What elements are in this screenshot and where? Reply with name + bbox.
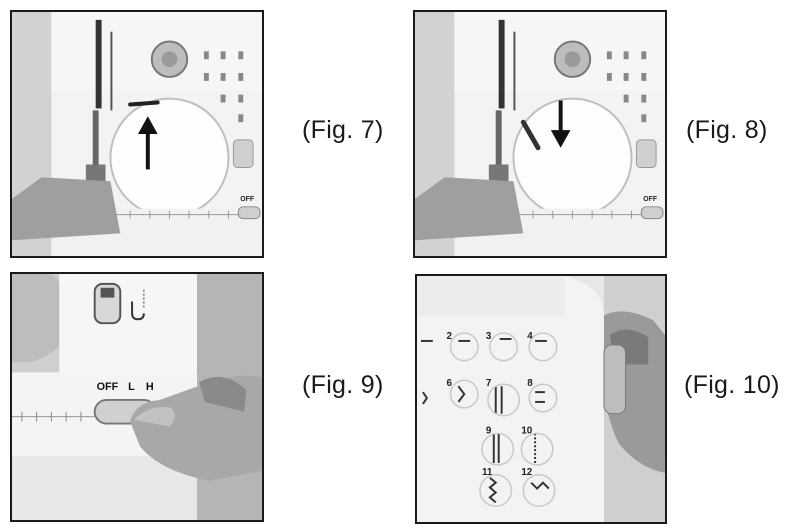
stitch-number: 8 <box>527 378 533 389</box>
switch-off-label: OFF <box>97 381 119 393</box>
figure-7-photo: OFF <box>10 10 264 258</box>
figure-8-caption: (Fig. 8) <box>686 116 768 144</box>
stitch-selector-illustration: 2 3 4 6 7 8 9 10 11 12 <box>417 276 665 522</box>
figure-9-caption: (Fig. 9) <box>302 371 384 399</box>
speed-switch-illustration: OFF L H <box>12 274 262 520</box>
figure-8-photo: OFF <box>413 10 667 258</box>
stitch-number: 2 <box>447 331 453 342</box>
arrow-up-icon <box>137 116 158 170</box>
stitch-number: 4 <box>527 331 533 342</box>
off-label: OFF <box>240 196 254 203</box>
stitch-number: 6 <box>447 378 453 389</box>
figure-7-caption: (Fig. 7) <box>302 116 384 144</box>
sewing-machine-lever-up-illustration: OFF <box>12 12 262 256</box>
off-label: OFF <box>643 196 657 203</box>
stitch-number: 12 <box>521 467 532 478</box>
figure-10-photo: 2 3 4 6 7 8 9 10 11 12 <box>415 274 667 524</box>
stitch-number: 11 <box>482 467 493 478</box>
figure-10-caption: (Fig. 10) <box>684 371 780 399</box>
stitch-number: 3 <box>486 331 492 342</box>
stitch-number: 7 <box>486 378 492 389</box>
stitch-number: 10 <box>521 425 532 436</box>
arrow-down-icon <box>550 100 571 148</box>
switch-low-label: L <box>128 381 135 393</box>
sewing-machine-lever-down-illustration: OFF <box>415 12 665 256</box>
stitch-number: 9 <box>486 425 492 436</box>
switch-high-label: H <box>146 381 154 393</box>
figure-9-photo: OFF L H <box>10 272 264 522</box>
